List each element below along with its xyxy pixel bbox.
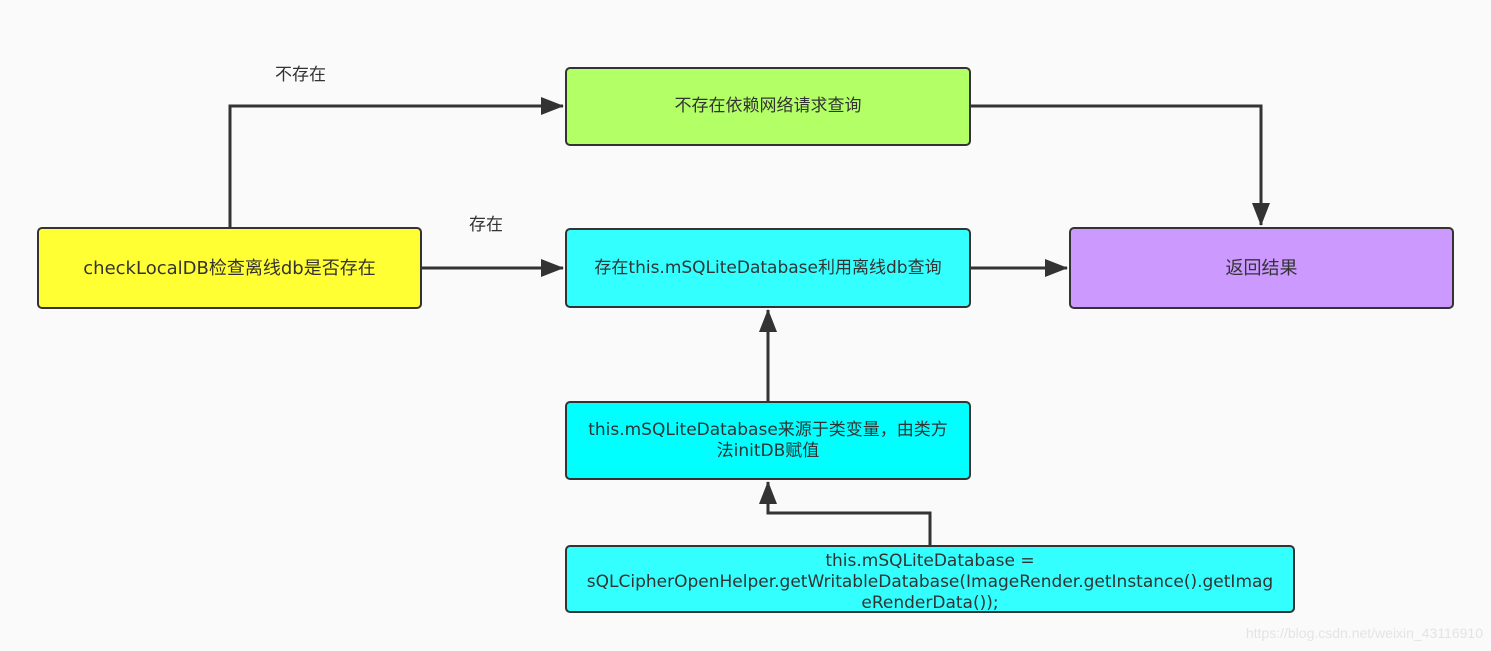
edge-label-exist: 存在 <box>469 215 503 235</box>
node-label-line: 法initDB赋值 <box>716 440 820 461</box>
node-label: 返回结果 <box>1225 257 1298 279</box>
node-label-line: eRenderData()); <box>861 593 999 613</box>
node-offline-db-query[interactable]: 存在this.mSQLiteDatabase利用离线db查询 <box>565 228 971 308</box>
edge-assign-to-source <box>759 481 932 545</box>
node-check-local-db[interactable]: checkLocalDB检查离线db是否存在 <box>37 227 422 309</box>
edge-network-to-result <box>971 104 1270 226</box>
node-label-line: sQLCipherOpenHelper.getWritableDatabase(… <box>586 572 1274 592</box>
edge-label-not-exist: 不存在 <box>275 65 326 85</box>
node-label: 存在this.mSQLiteDatabase利用离线db查询 <box>594 257 942 278</box>
node-db-source[interactable]: this.mSQLiteDatabase来源于类变量，由类方 法initDB赋值 <box>565 401 971 480</box>
edge-check-to-network <box>228 97 564 227</box>
node-return-result[interactable]: 返回结果 <box>1069 227 1454 309</box>
node-label-line: this.mSQLiteDatabase = <box>825 551 1035 571</box>
node-label: checkLocalDB检查离线db是否存在 <box>83 257 376 279</box>
node-label-line: this.mSQLiteDatabase来源于类变量，由类方 <box>588 419 948 440</box>
node-db-assignment[interactable]: this.mSQLiteDatabase = sQLCipherOpenHelp… <box>565 545 1295 613</box>
node-network-query[interactable]: 不存在依赖网络请求查询 <box>565 67 971 146</box>
watermark: https://blog.csdn.net/weixin_43116910 <box>1245 625 1483 641</box>
node-label: 不存在依赖网络请求查询 <box>674 96 862 116</box>
